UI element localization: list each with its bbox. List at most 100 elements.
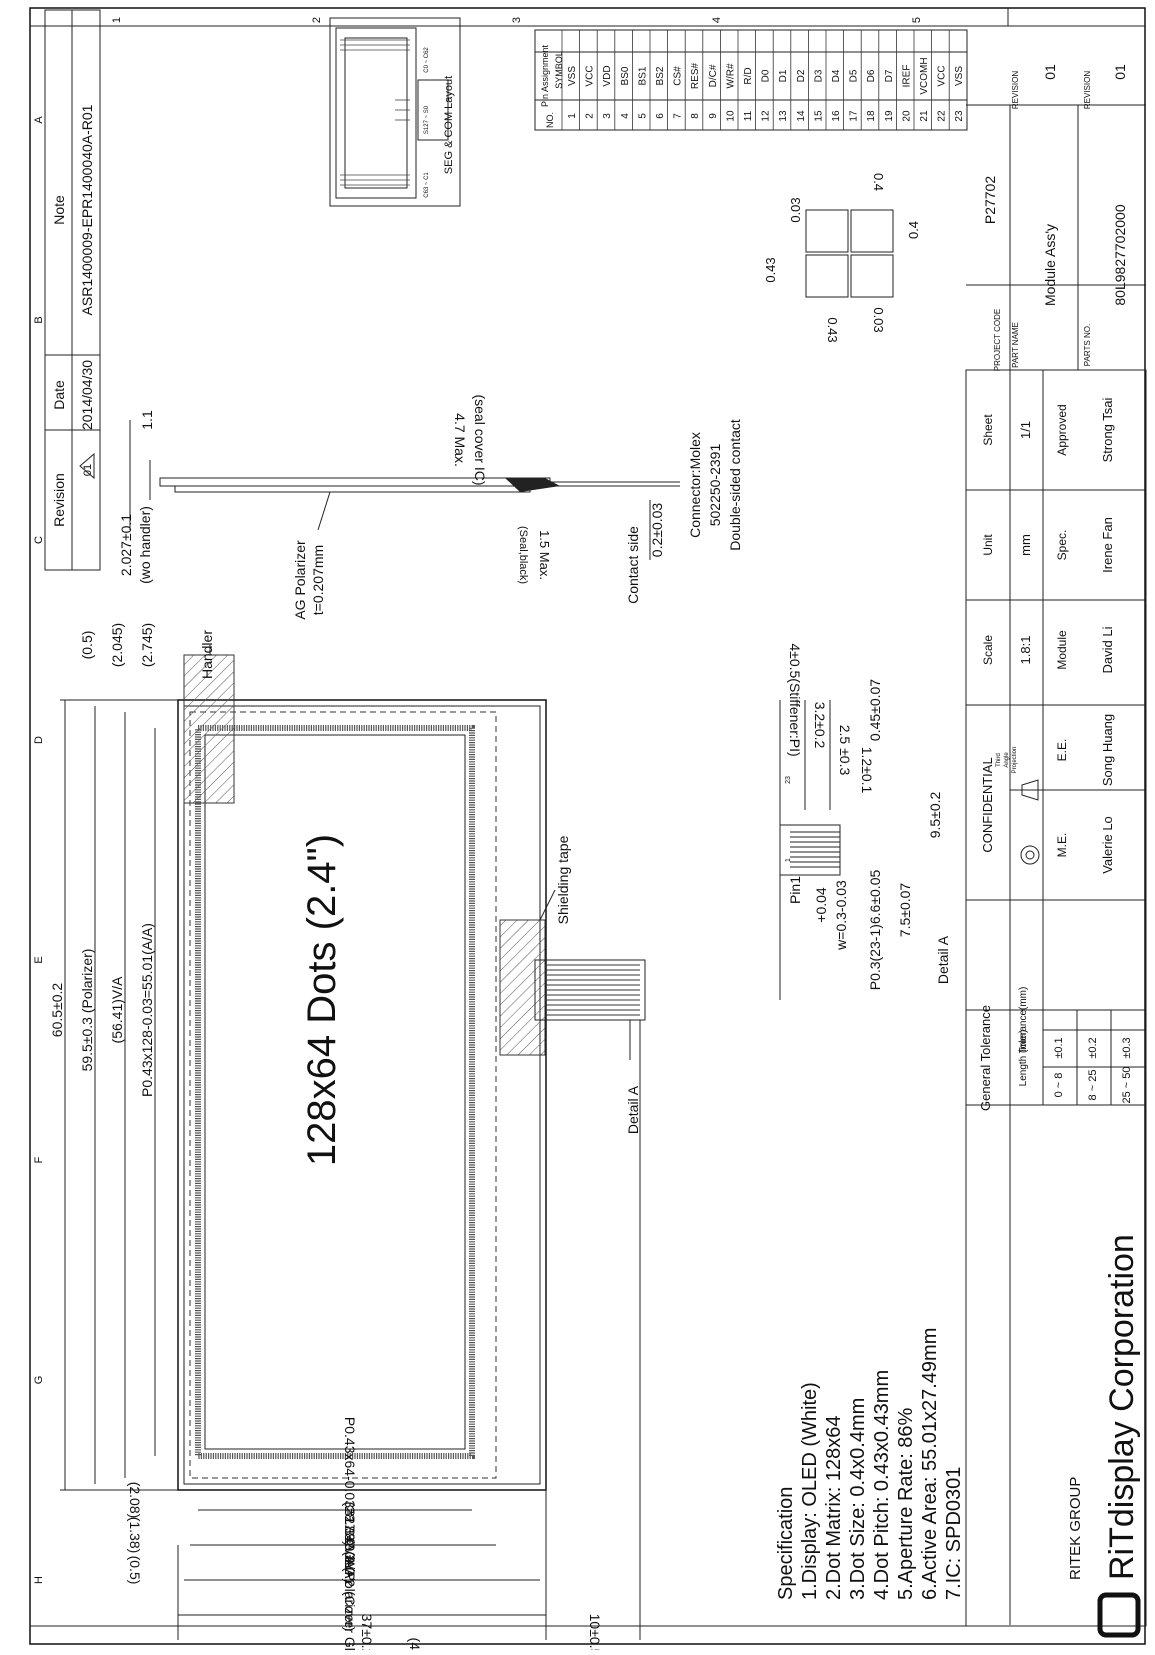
dim-total-47: (47) bbox=[407, 1638, 423, 1650]
pin-symbol: W/R# bbox=[725, 63, 736, 88]
pin-number: 12 bbox=[761, 110, 772, 122]
zone-letter: G bbox=[33, 1376, 45, 1385]
zone-letter: D bbox=[33, 736, 45, 744]
pin-number: 3 bbox=[602, 113, 613, 119]
detail-pin1-num: 1 bbox=[785, 858, 792, 862]
zone-letter: C bbox=[33, 536, 45, 544]
pin-symbol: D5 bbox=[849, 69, 860, 82]
pin-table-no-header: NO. bbox=[545, 112, 555, 128]
connector-line-3: Double-sided contact bbox=[727, 419, 743, 551]
detail-pin1: Pin1 bbox=[787, 876, 803, 904]
pin-number: 4 bbox=[620, 113, 631, 119]
rev-date: 2014/04/30 bbox=[79, 360, 95, 430]
offset-left-1: (1.38) bbox=[127, 1517, 143, 1554]
projection-line-2: Angle bbox=[1004, 752, 1010, 768]
detail-stiffener: 4±0.5(Stiffener:PI) bbox=[787, 643, 803, 756]
pin-number: 18 bbox=[866, 110, 877, 122]
confidential-label: CONFIDENTIAL bbox=[980, 757, 995, 852]
pin-symbol: D0 bbox=[761, 69, 772, 82]
pin-symbol: D1 bbox=[778, 69, 789, 82]
detail-pin23: 23 bbox=[785, 776, 792, 784]
dim-va-length: (56.41)V/A bbox=[109, 976, 125, 1044]
pin-number: 23 bbox=[954, 110, 965, 122]
pixel-size-h: 0.4 bbox=[871, 173, 886, 191]
pin-symbol: D/C# bbox=[708, 64, 719, 87]
pixel-pitch-v: 0.43 bbox=[763, 257, 778, 282]
polarizer-thickness: t=0.207mm bbox=[310, 545, 326, 615]
shielding-tape bbox=[499, 919, 546, 1056]
scale-label: Scale bbox=[981, 635, 995, 665]
tol-header-length: Length (mm) bbox=[1018, 1030, 1029, 1087]
offset-top-2: (2.745) bbox=[139, 623, 155, 667]
dim-seal-black-note: (Seal,black) bbox=[517, 526, 529, 584]
pin-symbol: D3 bbox=[813, 69, 824, 82]
handler-label: Handler bbox=[199, 630, 215, 679]
pin-symbol: VCC bbox=[937, 65, 948, 86]
sheet-value: 1/1 bbox=[1018, 421, 1033, 439]
detail-pitch: P0.3(23-1)6.6±0.05 bbox=[867, 870, 883, 991]
pin-symbol: R/D bbox=[743, 67, 754, 84]
projection-line-1: Third bbox=[996, 753, 1002, 767]
zone-number: 1 bbox=[111, 17, 123, 23]
seg-label-c63: C63 ~ C1 bbox=[424, 172, 430, 198]
revision-value-1: 01 bbox=[1042, 64, 1058, 80]
pin-symbol: RES# bbox=[690, 63, 701, 90]
cover-glass-outline bbox=[177, 699, 547, 1491]
spec-title: Specification bbox=[775, 1487, 797, 1600]
zone-letter: E bbox=[33, 956, 45, 963]
name-ee: Song Huang bbox=[1100, 714, 1115, 786]
detail-a-view: 4±0.5(Stiffener:PI) 3.2±0.2 2.5 ±0.3 1.2… bbox=[779, 643, 951, 1000]
offset-top-0: (0.5) bbox=[79, 631, 95, 660]
pin-symbol: VSS bbox=[954, 66, 965, 86]
company-name: RiTdisplay Corporation bbox=[1103, 1234, 1141, 1580]
zone-number: 4 bbox=[711, 17, 723, 23]
pixel-gap-v: 0.03 bbox=[788, 197, 803, 222]
projection-line-3: Projection bbox=[1012, 747, 1018, 774]
revision-block: Note Date Revision ASR1400009-EPR1400040… bbox=[44, 9, 101, 571]
dim-1-1: 1.1 bbox=[139, 410, 155, 430]
pin-symbol: D6 bbox=[866, 69, 877, 82]
tol-row1-len: 8 ~ 25 bbox=[1087, 1070, 1099, 1101]
detail-a-callout: Detail A bbox=[625, 1085, 641, 1134]
seg-com-caption: SEG & COM Layout bbox=[443, 76, 455, 174]
main-front-view: 128x64 Dots (2.4") Handler Shielding tap… bbox=[49, 623, 646, 1655]
pin-assignment-table: Pin Assignment NO. VSS1VCC2VDD3BS04BS15B… bbox=[534, 29, 968, 131]
dim-aa-width: P0.43x64-0.03=27.49(A/A) bbox=[342, 1417, 358, 1583]
tol-row0-tol: ±0.1 bbox=[1053, 1037, 1065, 1058]
project-code: P27702 bbox=[982, 176, 998, 224]
zone-letter: F bbox=[33, 1156, 45, 1163]
viewing-area-outline bbox=[189, 711, 497, 1479]
zone-letter: A bbox=[33, 116, 45, 124]
sheet-label: Sheet bbox=[981, 414, 995, 446]
connector-line-1: Connector:Molex bbox=[687, 432, 703, 538]
fpc-connector bbox=[534, 959, 646, 1021]
detail-095: 9.5±0.2 bbox=[927, 791, 943, 838]
pixel-pitch-h: 0.43 bbox=[825, 317, 840, 342]
pixel-gap-h: 0.03 bbox=[871, 307, 886, 332]
revision-label-2: REVISION bbox=[1083, 71, 1092, 109]
dim-polarizer-length: 59.5±0.3 (Polarizer) bbox=[79, 949, 95, 1072]
side-view: 1.1 2.027±0.1 (wo handler) 4.7 Max. (sea… bbox=[118, 394, 743, 619]
pin-symbol: VDD bbox=[602, 65, 613, 86]
seg-com-layout: C0 ~ C62 S127 ~ S0 C63 ~ C1 SEG & COM La… bbox=[329, 17, 461, 207]
pin-symbol: BS2 bbox=[655, 66, 666, 85]
pin-number: 20 bbox=[901, 110, 912, 122]
pin-symbol: VSS bbox=[567, 66, 578, 86]
parts-no: 80L9827702000 bbox=[1112, 204, 1128, 305]
pin-symbol: CS# bbox=[673, 66, 684, 86]
detail-075: 7.5±0.07 bbox=[897, 883, 913, 938]
pixel-size-v: 0.4 bbox=[906, 221, 921, 239]
pin-table-title: Pin Assignment bbox=[540, 44, 550, 107]
connector-line-2: 502250-2391 bbox=[707, 444, 723, 527]
rev-date-header: Date bbox=[51, 380, 67, 410]
dim-seal-black: 1.5 Max. bbox=[537, 530, 552, 580]
spec-item: 1.Display: OLED (White) bbox=[799, 1382, 821, 1600]
tol-row1-tol: ±0.2 bbox=[1087, 1037, 1099, 1058]
rev-note: ASR1400009-EPR1400040A-R01 bbox=[79, 104, 95, 315]
detail-045: 0.45±0.07 bbox=[867, 679, 883, 741]
dim-polarizer-width: 31.3±0.3 (Polarizer) bbox=[342, 1509, 358, 1632]
pin-number: 19 bbox=[884, 110, 895, 122]
